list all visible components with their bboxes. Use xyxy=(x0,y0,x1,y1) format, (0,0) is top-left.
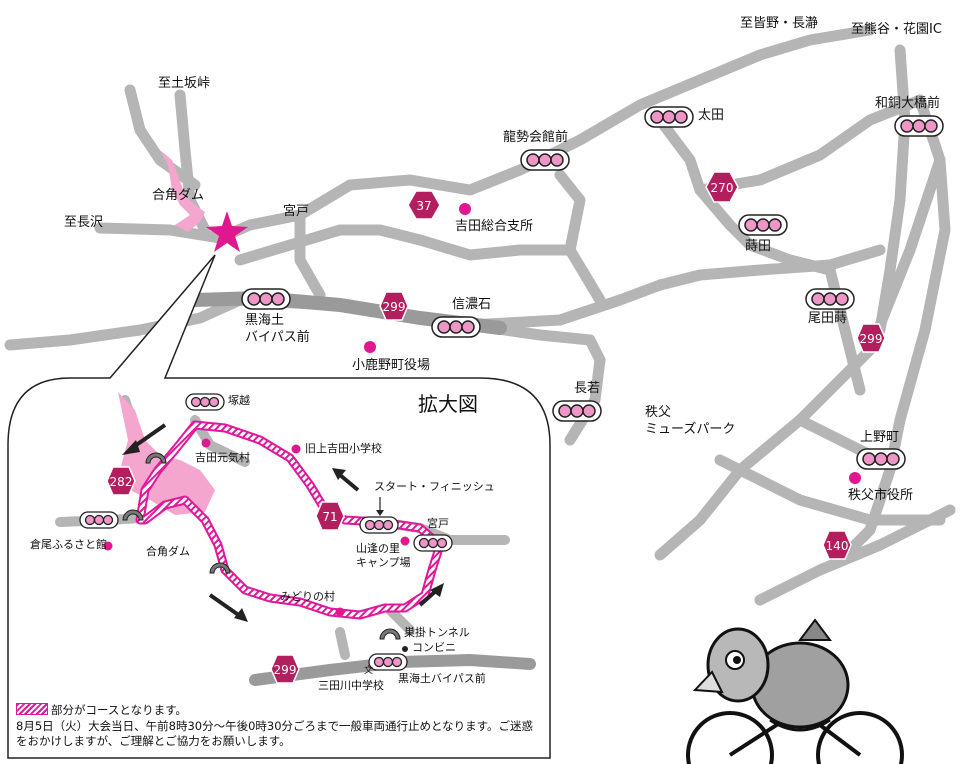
star-marker xyxy=(206,211,248,252)
mascot-illustration xyxy=(686,618,904,764)
direction-dosaka-pass: 至土坂峠 xyxy=(158,76,211,91)
direction-minano-nagatoro: 至皆野・長瀞 xyxy=(740,16,819,31)
route-299-east-label: 299 xyxy=(860,332,883,346)
inset-start-finish: スタート・フィニッシュ xyxy=(374,480,495,493)
inset-tunnel: 巣掛トンネル xyxy=(404,626,470,639)
place-kurokaido-bypass-line2: バイパス前 xyxy=(245,330,310,345)
inset-yoshida-genki: 吉田元気村 xyxy=(195,451,250,464)
traffic-signals xyxy=(241,106,944,470)
dam-lake xyxy=(160,150,205,232)
inset-kurao: 倉尾ふるさと館 xyxy=(30,538,107,551)
place-chichibu-office: 秩父市役所 xyxy=(848,488,914,503)
place-wado-bridge: 和銅大橋前 xyxy=(875,96,941,111)
inset-title: 拡大図 xyxy=(418,392,478,416)
place-ryusei-hall: 龍勢会館前 xyxy=(503,130,569,145)
direction-kumagaya-hanazono: 至熊谷・花園IC xyxy=(851,22,942,37)
inset-bubble xyxy=(7,254,551,759)
course-legend: 部分がコースとなります。 xyxy=(16,703,544,719)
direction-arrows xyxy=(122,423,444,622)
inset-midori: みどりの村 xyxy=(280,590,335,603)
inset-yamaai-line1: 山逢の里 xyxy=(356,542,400,555)
direction-nagasawa: 至長沢 xyxy=(64,215,104,230)
inset-dots xyxy=(103,438,410,617)
place-kaminomachi: 上野町 xyxy=(860,430,900,445)
route-signs xyxy=(379,171,886,560)
closure-notice: 部分がコースとなります。 8月5日（火）大会当日、午前8時30分～午後0時30分… xyxy=(16,703,544,750)
inset-dam: 合角ダム xyxy=(146,545,190,558)
inset-yamaai-line2: キャンプ場 xyxy=(356,556,411,569)
route-282-label: 282 xyxy=(110,475,133,489)
place-muse-park-line2: ミューズパーク xyxy=(645,422,736,437)
route-37-label: 37 xyxy=(416,199,431,213)
place-oda-tokita: 尾田蒔 xyxy=(808,311,848,326)
route-140-label: 140 xyxy=(826,539,849,553)
chichibu-office-dot xyxy=(849,472,861,484)
route-270-label: 270 xyxy=(711,181,734,195)
place-ota: 太田 xyxy=(698,108,725,123)
place-kurokaido-bypass-line1: 黒海土 xyxy=(245,313,285,328)
route-299-label: 299 xyxy=(383,300,406,314)
place-miyado: 宮戸 xyxy=(283,204,310,219)
ogano-office-dot xyxy=(364,341,376,353)
place-ogano-office: 小鹿野町役場 xyxy=(352,358,431,373)
inset-school-symbol: 文 xyxy=(364,666,374,676)
inset-route-signs xyxy=(106,466,345,684)
inset-miyado: 宮戸 xyxy=(427,517,449,530)
place-nagawaka: 長若 xyxy=(574,381,601,396)
course-swatch-icon xyxy=(16,703,48,715)
inset-bypass: 黒海土バイパス前 xyxy=(398,672,486,685)
place-muse-park-line1: 秩父 xyxy=(645,405,672,420)
place-tokita: 蒔田 xyxy=(745,239,772,254)
place-gokaku-dam: 合角ダム xyxy=(152,188,205,203)
inset-old-school: 旧上吉田小学校 xyxy=(305,442,382,455)
inset-traffic-signals xyxy=(79,393,453,671)
inset-mitagawa-school: 三田川中学校 xyxy=(318,679,384,692)
inset-konbini: コンビニ xyxy=(412,641,456,654)
inset-dam-lake xyxy=(118,392,215,515)
place-shinanoishi: 信濃石 xyxy=(452,297,492,312)
place-yoshida-branch: 吉田総合支所 xyxy=(455,219,534,234)
route-71-label: 71 xyxy=(322,510,337,524)
inset-tsukagoshi: 塚越 xyxy=(228,394,250,407)
course-legend-text: 部分がコースとなります。 xyxy=(51,703,187,717)
tunnel-icons xyxy=(122,452,401,640)
closure-notice-body: 8月5日（火）大会当日、午前8時30分～午後0時30分ごろまで一般車両通行止めと… xyxy=(16,718,534,749)
convenience-store-dot xyxy=(402,646,408,652)
inset-route-299-label: 299 xyxy=(274,663,297,677)
yoshida-branch-dot xyxy=(459,203,471,215)
